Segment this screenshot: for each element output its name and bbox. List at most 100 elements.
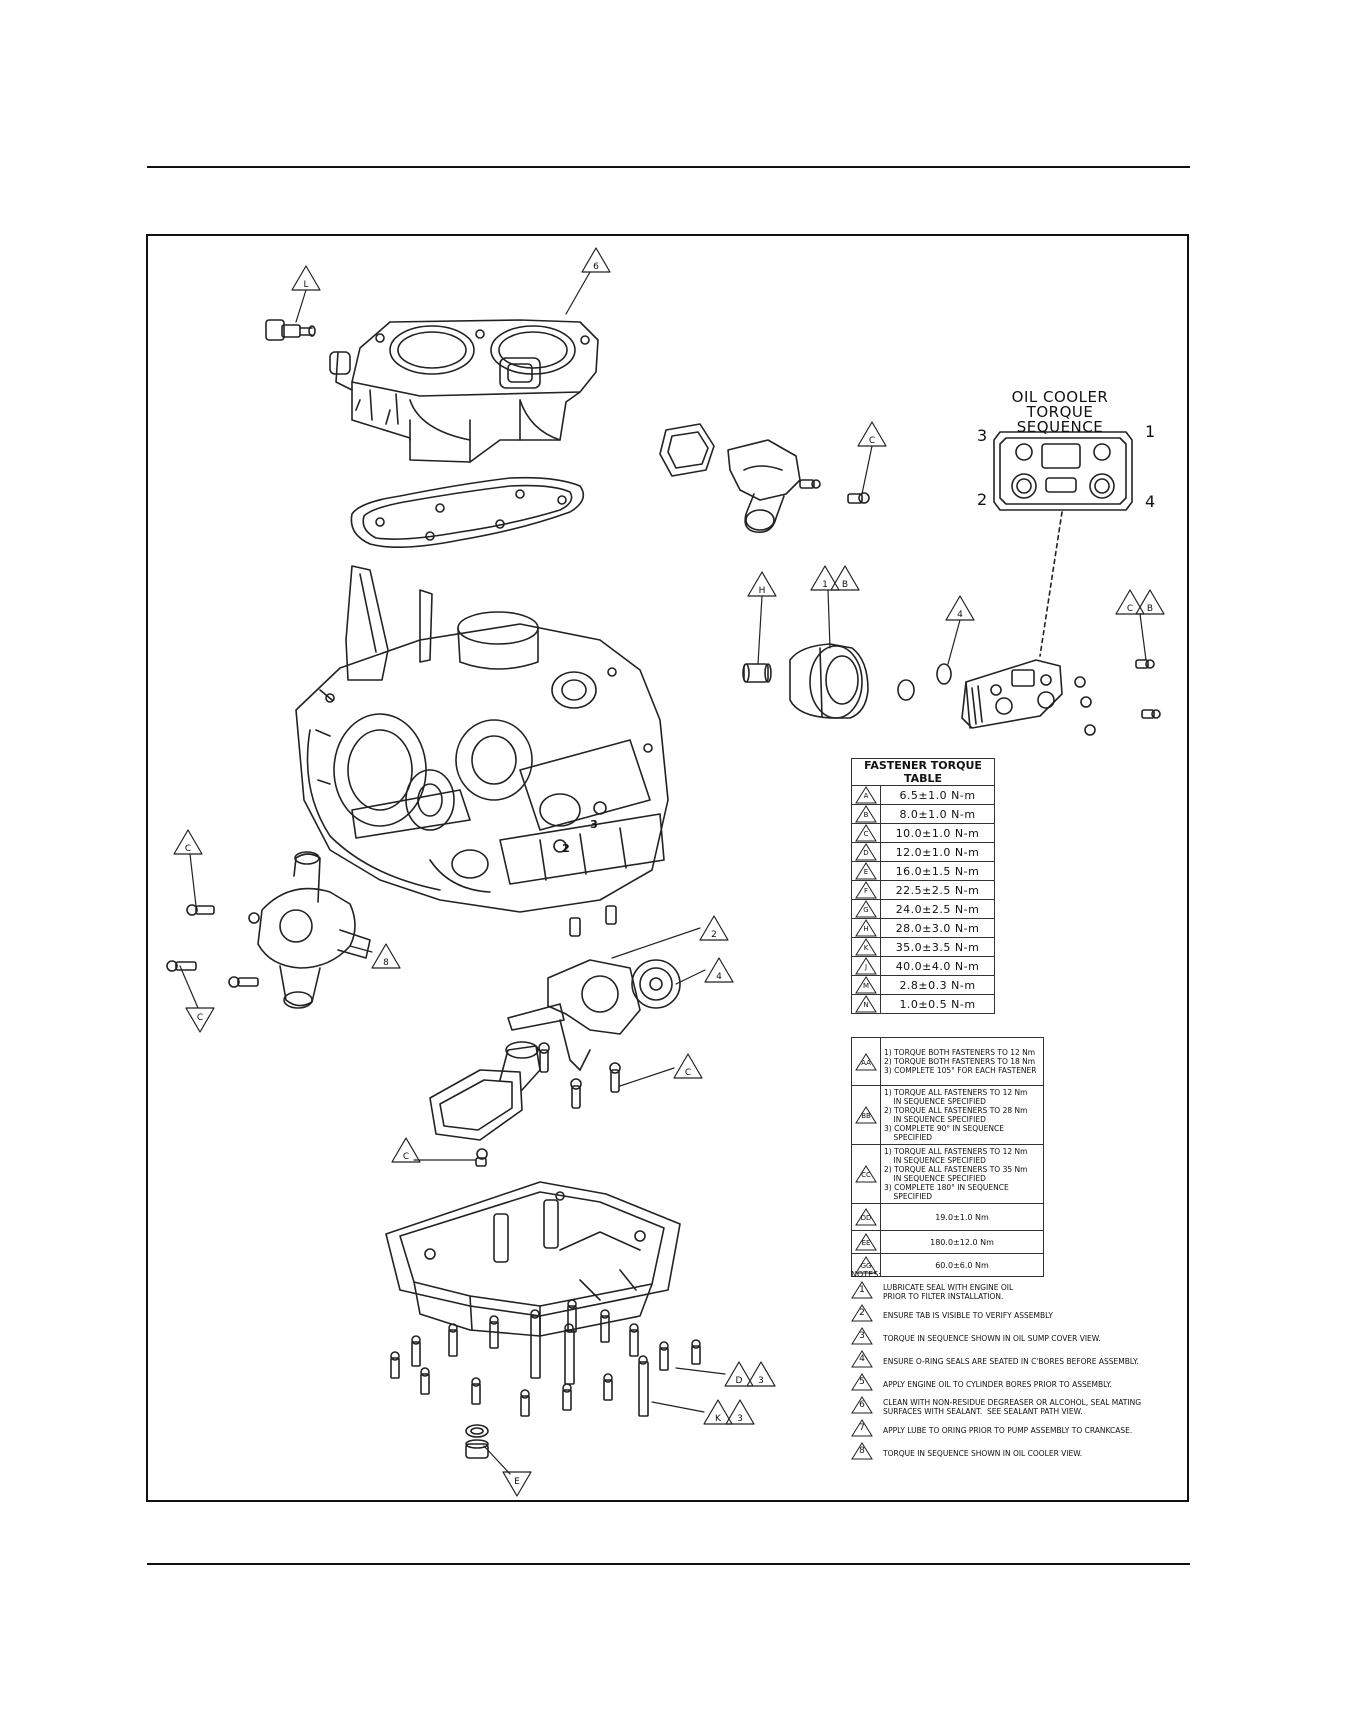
torque-value: 8.0±1.0 N-m [880,804,995,824]
cylinder-block [329,319,599,463]
note-item: 7 APPLY LUBE TO ORING PRIOR TO PUMP ASSE… [851,1419,1181,1440]
water-pump-bolt [166,904,259,988]
note-text: ENSURE O-RING SEALS ARE SEATED IN C'BORE… [883,1357,1139,1366]
torque-code: H [863,925,869,933]
oil-filter-adapter [742,663,772,683]
torque-value: 35.0±3.5 N-m [880,937,995,957]
note-triangle-icon: 5 [851,1373,873,1391]
note-number: 6 [859,1400,865,1410]
note-number: 3 [859,1331,865,1341]
oil-filter [789,643,869,719]
code-triangle-icon: N [855,995,877,1013]
code-triangle-icon: AA [855,1052,877,1071]
sequence-number: 4 [1145,492,1156,511]
code-triangle-icon: C [855,824,877,842]
sump-bolts [390,1299,701,1417]
code-triangle-icon: F [855,881,877,899]
torque-value: 24.0±2.5 N-m [880,899,995,919]
thermostat-gasket [659,423,715,477]
note-text: APPLY ENGINE OIL TO CYLINDER BORES PRIOR… [883,1380,1112,1389]
note-number: 4 [859,1354,865,1364]
torque-value: 1.0±0.5 N-m [880,994,995,1014]
note-item: 1 LUBRICATE SEAL WITH ENGINE OIL PRIOR T… [851,1281,1181,1302]
sequence-number: 1 [1145,422,1156,441]
sequence-row: CC 1) TORQUE ALL FASTENERS TO 12 Nm IN S… [851,1144,1044,1204]
note-text: TORQUE IN SEQUENCE SHOWN IN OIL SUMP COV… [883,1334,1101,1343]
code-triangle-icon: M [855,976,877,994]
notes-title: NOTES: [851,1270,881,1279]
code-triangle-icon: H [855,919,877,937]
note-item: 5 APPLY ENGINE OIL TO CYLINDER BORES PRI… [851,1373,1181,1394]
code-triangle-icon: CC [855,1165,877,1183]
instruction-line: SPECIFIED [884,1192,933,1201]
oil-cooler-title-line: OIL COOLER [1011,388,1109,406]
oil-cooler-title: OIL COOLER TORQUE SEQUENCE [990,390,1130,435]
callout-label: E [514,1477,520,1487]
note-number: 5 [859,1377,865,1387]
code-triangle-icon: GG [855,1256,877,1274]
dowel-pin [569,905,617,937]
sequence-code: GG [860,1262,872,1270]
o-ring [897,679,915,701]
code-triangle-icon: A [855,786,877,804]
torque-value: 12.0±1.0 N-m [880,842,995,862]
callout-label: C [869,436,875,446]
torque-code: A [863,792,869,800]
torque-row: K 35.0±3.5 N-m [851,937,995,957]
torque-code: K [863,944,869,952]
note-text: APPLY LUBE TO ORING PRIOR TO PUMP ASSEMB… [883,1426,1133,1435]
code-triangle-icon: B [855,805,877,823]
note-item: 4 ENSURE O-RING SEALS ARE SEATED IN C'BO… [851,1350,1181,1371]
callout-label: C [1127,604,1133,614]
callout-label: C [197,1013,203,1023]
callout-label: 3 [737,1414,743,1424]
torque-row: E 16.0±1.5 N-m [851,861,995,881]
oil-cooler-bolt [1135,659,1161,719]
torque-code: E [863,868,869,876]
callout-label: 3 [758,1376,764,1386]
sequence-instructions: 1) TORQUE BOTH FASTENERS TO 12 Nm 2) TOR… [880,1037,1044,1086]
sequence-instructions: 1) TORQUE ALL FASTENERS TO 12 Nm IN SEQU… [880,1144,1044,1204]
header-rule [147,166,1190,168]
note-triangle-icon: 7 [851,1419,873,1437]
note-text: SURFACES WITH SEALANT. SEE SEALANT PATH … [883,1407,1083,1416]
sequence-row: GG 60.0±6.0 Nm [851,1253,1044,1277]
water-pump [248,851,371,1009]
oil-cooler [961,659,1096,736]
code-triangle-icon: G [855,900,877,918]
callout-label: C [185,844,191,854]
note-item: 6 CLEAN WITH NON-RESIDUE DEGREASER OR AL… [851,1396,1181,1417]
sequence-value: 180.0±12.0 Nm [880,1230,1044,1254]
instruction-line: 1) TORQUE ALL FASTENERS TO 12 Nm [884,1088,1028,1097]
note-triangle-icon: 4 [851,1350,873,1368]
note-text: ENSURE TAB IS VISIBLE TO VERIFY ASSEMBLY [883,1311,1053,1320]
sequence-instructions: 1) TORQUE ALL FASTENERS TO 12 Nm IN SEQU… [880,1085,1044,1145]
footer-rule [147,1563,1190,1565]
torque-value: 10.0±1.0 N-m [880,823,995,843]
instruction-line: IN SEQUENCE SPECIFIED [884,1156,986,1165]
torque-table-title: FASTENER TORQUE TABLE [851,758,995,786]
diagram-frame [146,234,1189,1502]
thermostat-bolt [847,492,870,504]
engine-sequence-mark: 3 [590,818,598,831]
oil-cooler-title-line: TORQUE SEQUENCE [1016,403,1104,436]
note-text: PRIOR TO FILTER INSTALLATION. [883,1292,1004,1301]
sequence-torque-table: AA 1) TORQUE BOTH FASTENERS TO 12 Nm 2) … [851,1037,1044,1277]
sequence-row: AA 1) TORQUE BOTH FASTENERS TO 12 Nm 2) … [851,1037,1044,1086]
callout-label: 6 [593,262,599,272]
sequence-value: 60.0±6.0 Nm [880,1253,1044,1277]
sequence-row: DD 19.0±1.0 Nm [851,1203,1044,1231]
torque-value: 22.5±2.5 N-m [880,880,995,900]
torque-value: 16.0±1.5 N-m [880,861,995,881]
callout-label: D [736,1376,743,1386]
callout-label: K [715,1414,722,1424]
note-triangle-icon: 1 [851,1281,873,1299]
instruction-line: SPECIFIED [884,1133,933,1142]
